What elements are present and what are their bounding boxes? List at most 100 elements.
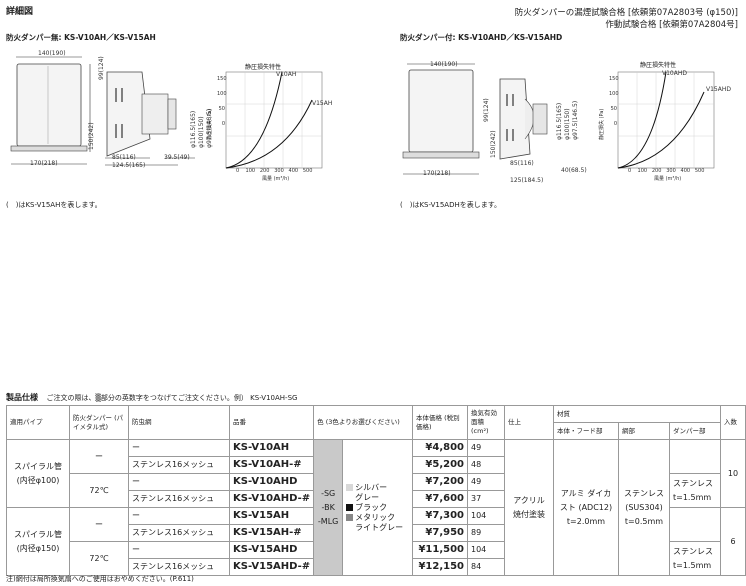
spec-heading: 製品仕様 ご注文の際は、▒部分の英数字をつなげてご注文ください。例） KS-V1… [6, 392, 297, 403]
mat-damper-cell-2: ステンレス t=1.5mm [669, 541, 721, 576]
model-cell: KS-V10AHD [228, 473, 315, 491]
price-cell: ¥4,800 [412, 439, 468, 457]
col-area: 換気有効 面積 (cm²) [467, 405, 505, 440]
table-row: スパイラル管 (内径φ100) ー ー KS-V10AH -SG -BK -ML… [6, 439, 746, 576]
col-mat-damper: ダンパー部 [669, 422, 721, 440]
col-damper: 防火ダンパー (パイメタル式) [69, 405, 129, 440]
model-cell: KS-V15AHD [228, 541, 315, 559]
table-row: ステンレス16メッシュ KS-V10AH-# ¥5,200 48 [7, 456, 746, 474]
swatch-metallic [346, 513, 354, 521]
right-section-title: 防火ダンパー付: KS-V10AHD／KS-V15AHD [400, 33, 563, 42]
mat-damper-cell-1: ステンレス t=1.5mm [669, 473, 721, 508]
right-front-drawing [402, 63, 548, 175]
table-header-row: 適用パイプ 防火ダンパー (パイメタル式) 防虫網 品番 色 (3色よりお選びく… [6, 405, 746, 440]
col-color: 色 (3色よりお選びください) [313, 405, 413, 440]
area-cell: 48 [467, 456, 505, 474]
price-cell: ¥7,200 [412, 473, 468, 491]
left-dim-bottom-width: 170(218) [30, 160, 58, 167]
right-dim-bottom-width: 170(218) [423, 170, 451, 177]
color-code-bk: -BK [321, 502, 335, 512]
left-note: ( )はKS-V15AHを表します。 [6, 201, 102, 209]
price-cell: ¥7,300 [412, 507, 468, 525]
mat-damper-cell [669, 439, 721, 474]
damper-cell: ー [69, 507, 129, 542]
left-curve-label-2: V15AH [312, 100, 333, 107]
mesh-cell: ー [128, 507, 230, 525]
mesh-cell: ー [128, 541, 230, 559]
damper-cell: ー [69, 439, 129, 474]
spec-table: 適用パイプ 防火ダンパー (パイメタル式) 防虫網 品番 色 (3色よりお選びく… [6, 405, 746, 576]
left-x-tick-labels: 0 100 200 300 400 500 [236, 168, 313, 174]
footnote: 注)網付は局所換気扇へのご使用はおやめください。(P.611) [6, 575, 194, 583]
model-cell: KS-V10AH [228, 439, 315, 457]
left-dim-top-width: 140(190) [38, 50, 66, 57]
left-curve-label-1: V10AH [276, 71, 297, 78]
left-dim-height2: 150(242) [88, 122, 95, 150]
pipe-cell-1: スパイラル管 (内径φ100) [6, 439, 70, 508]
right-y-axis-label: 静圧損失 (Pa) [599, 108, 605, 140]
table-subheader-row: 本体・フード部 網部 ダンパー部 [7, 422, 746, 440]
certification-line-2: 作動試験合格 [依頼第07A2804号] [605, 20, 738, 30]
right-x-tick-labels: 0 100 200 300 400 500 [628, 168, 705, 174]
mesh-cell: ステンレス16メッシュ [128, 558, 230, 576]
model-cell: KS-V15AH-# [228, 524, 315, 542]
right-dim-height: 99(124) [483, 98, 490, 122]
left-y-axis-label: 静圧損失 (Pa) [207, 108, 213, 140]
mesh-cell: ー [128, 439, 230, 457]
mesh-cell: ステンレス16メッシュ [128, 490, 230, 508]
area-cell: 104 [467, 507, 505, 525]
right-dim-side3: 40(68.5) [561, 167, 587, 174]
col-mat-mesh: 網部 [618, 422, 670, 440]
left-dim-height: 99(124) [98, 56, 105, 80]
mat-mesh-cell: ステンレス (SUS304) t=0.5mm [618, 439, 670, 576]
col-finish: 仕上 [504, 405, 554, 440]
right-dim-pipe2: φ100(150) [564, 108, 571, 140]
col-mat-body: 本体・フード部 [553, 422, 619, 440]
right-dim-side2: 125(184.5) [510, 177, 544, 184]
table-row: ステンレス16メッシュ KS-V10AHD-# ¥7,600 37 [7, 490, 746, 508]
area-cell: 84 [467, 558, 505, 576]
pipe-cell-2: スパイラル管 (内径φ150) [6, 507, 70, 576]
left-pressure-graph [225, 71, 323, 169]
col-mesh: 防虫網 [128, 405, 230, 440]
left-section-title: 防火ダンパー無: KS-V10AH／KS-V15AH [6, 33, 156, 42]
right-curve-label-1: V10AHD [662, 70, 687, 77]
table-row: ステンレス16メッシュ KS-V15AHD-# ¥12,150 84 [7, 558, 746, 576]
left-dim-pipe1: φ116.5(165) [190, 110, 197, 148]
left-front-drawing [10, 56, 195, 166]
right-pressure-graph [617, 71, 715, 169]
mesh-cell: ステンレス16メッシュ [128, 456, 230, 474]
left-x-axis-label: 風量 (m³/h) [262, 176, 290, 182]
color-code-sg: -SG [321, 488, 336, 498]
damper-temp-cell: 72℃ [69, 473, 129, 508]
table-row: スパイラル管 (内径φ150) ー ー KS-V15AH ¥7,300 104 … [6, 507, 746, 576]
mesh-cell: ステンレス16メッシュ [128, 524, 230, 542]
price-cell: ¥7,950 [412, 524, 468, 542]
col-model: 品番 [228, 405, 315, 440]
right-dim-side1: 85(116) [510, 160, 534, 167]
left-graph-title: 静圧損失特性 [245, 64, 282, 71]
right-graph-title: 静圧損失特性 [640, 62, 677, 69]
col-material: 材質 [553, 405, 721, 423]
right-dim-top-width: 140(190) [430, 61, 458, 68]
area-cell: 89 [467, 524, 505, 542]
price-cell: ¥12,150 [412, 558, 468, 576]
right-curve-label-2: V15AHD [706, 86, 731, 93]
right-dim-pipe3: φ97.5(146.5) [572, 100, 579, 140]
color-name-cell: シルバー グレー ブラック メタリック ライトグレー [342, 439, 413, 576]
spec-instruction: ご注文の際は、▒部分の英数字をつなげてご注文ください。例） KS-V10AH-S… [46, 394, 298, 402]
area-cell: 49 [467, 439, 505, 457]
col-pipe: 適用パイプ [6, 405, 70, 440]
left-dim-side2: 124.5(165) [112, 162, 146, 169]
area-cell: 37 [467, 490, 505, 508]
swatch-black [346, 503, 354, 511]
left-dim-side3: 39.5(49) [164, 154, 190, 161]
price-cell: ¥7,600 [412, 490, 468, 508]
mat-damper-cell [669, 507, 721, 542]
qty-cell-1: 10 [720, 439, 746, 508]
right-x-axis-label: 風量 (m³/h) [654, 176, 682, 182]
certification-line-1: 防火ダンパーの漏煙試験合格 [依頼第07A2803号 (φ150)] [514, 8, 738, 18]
col-price: 本体価格 (税別価格) [412, 405, 468, 440]
